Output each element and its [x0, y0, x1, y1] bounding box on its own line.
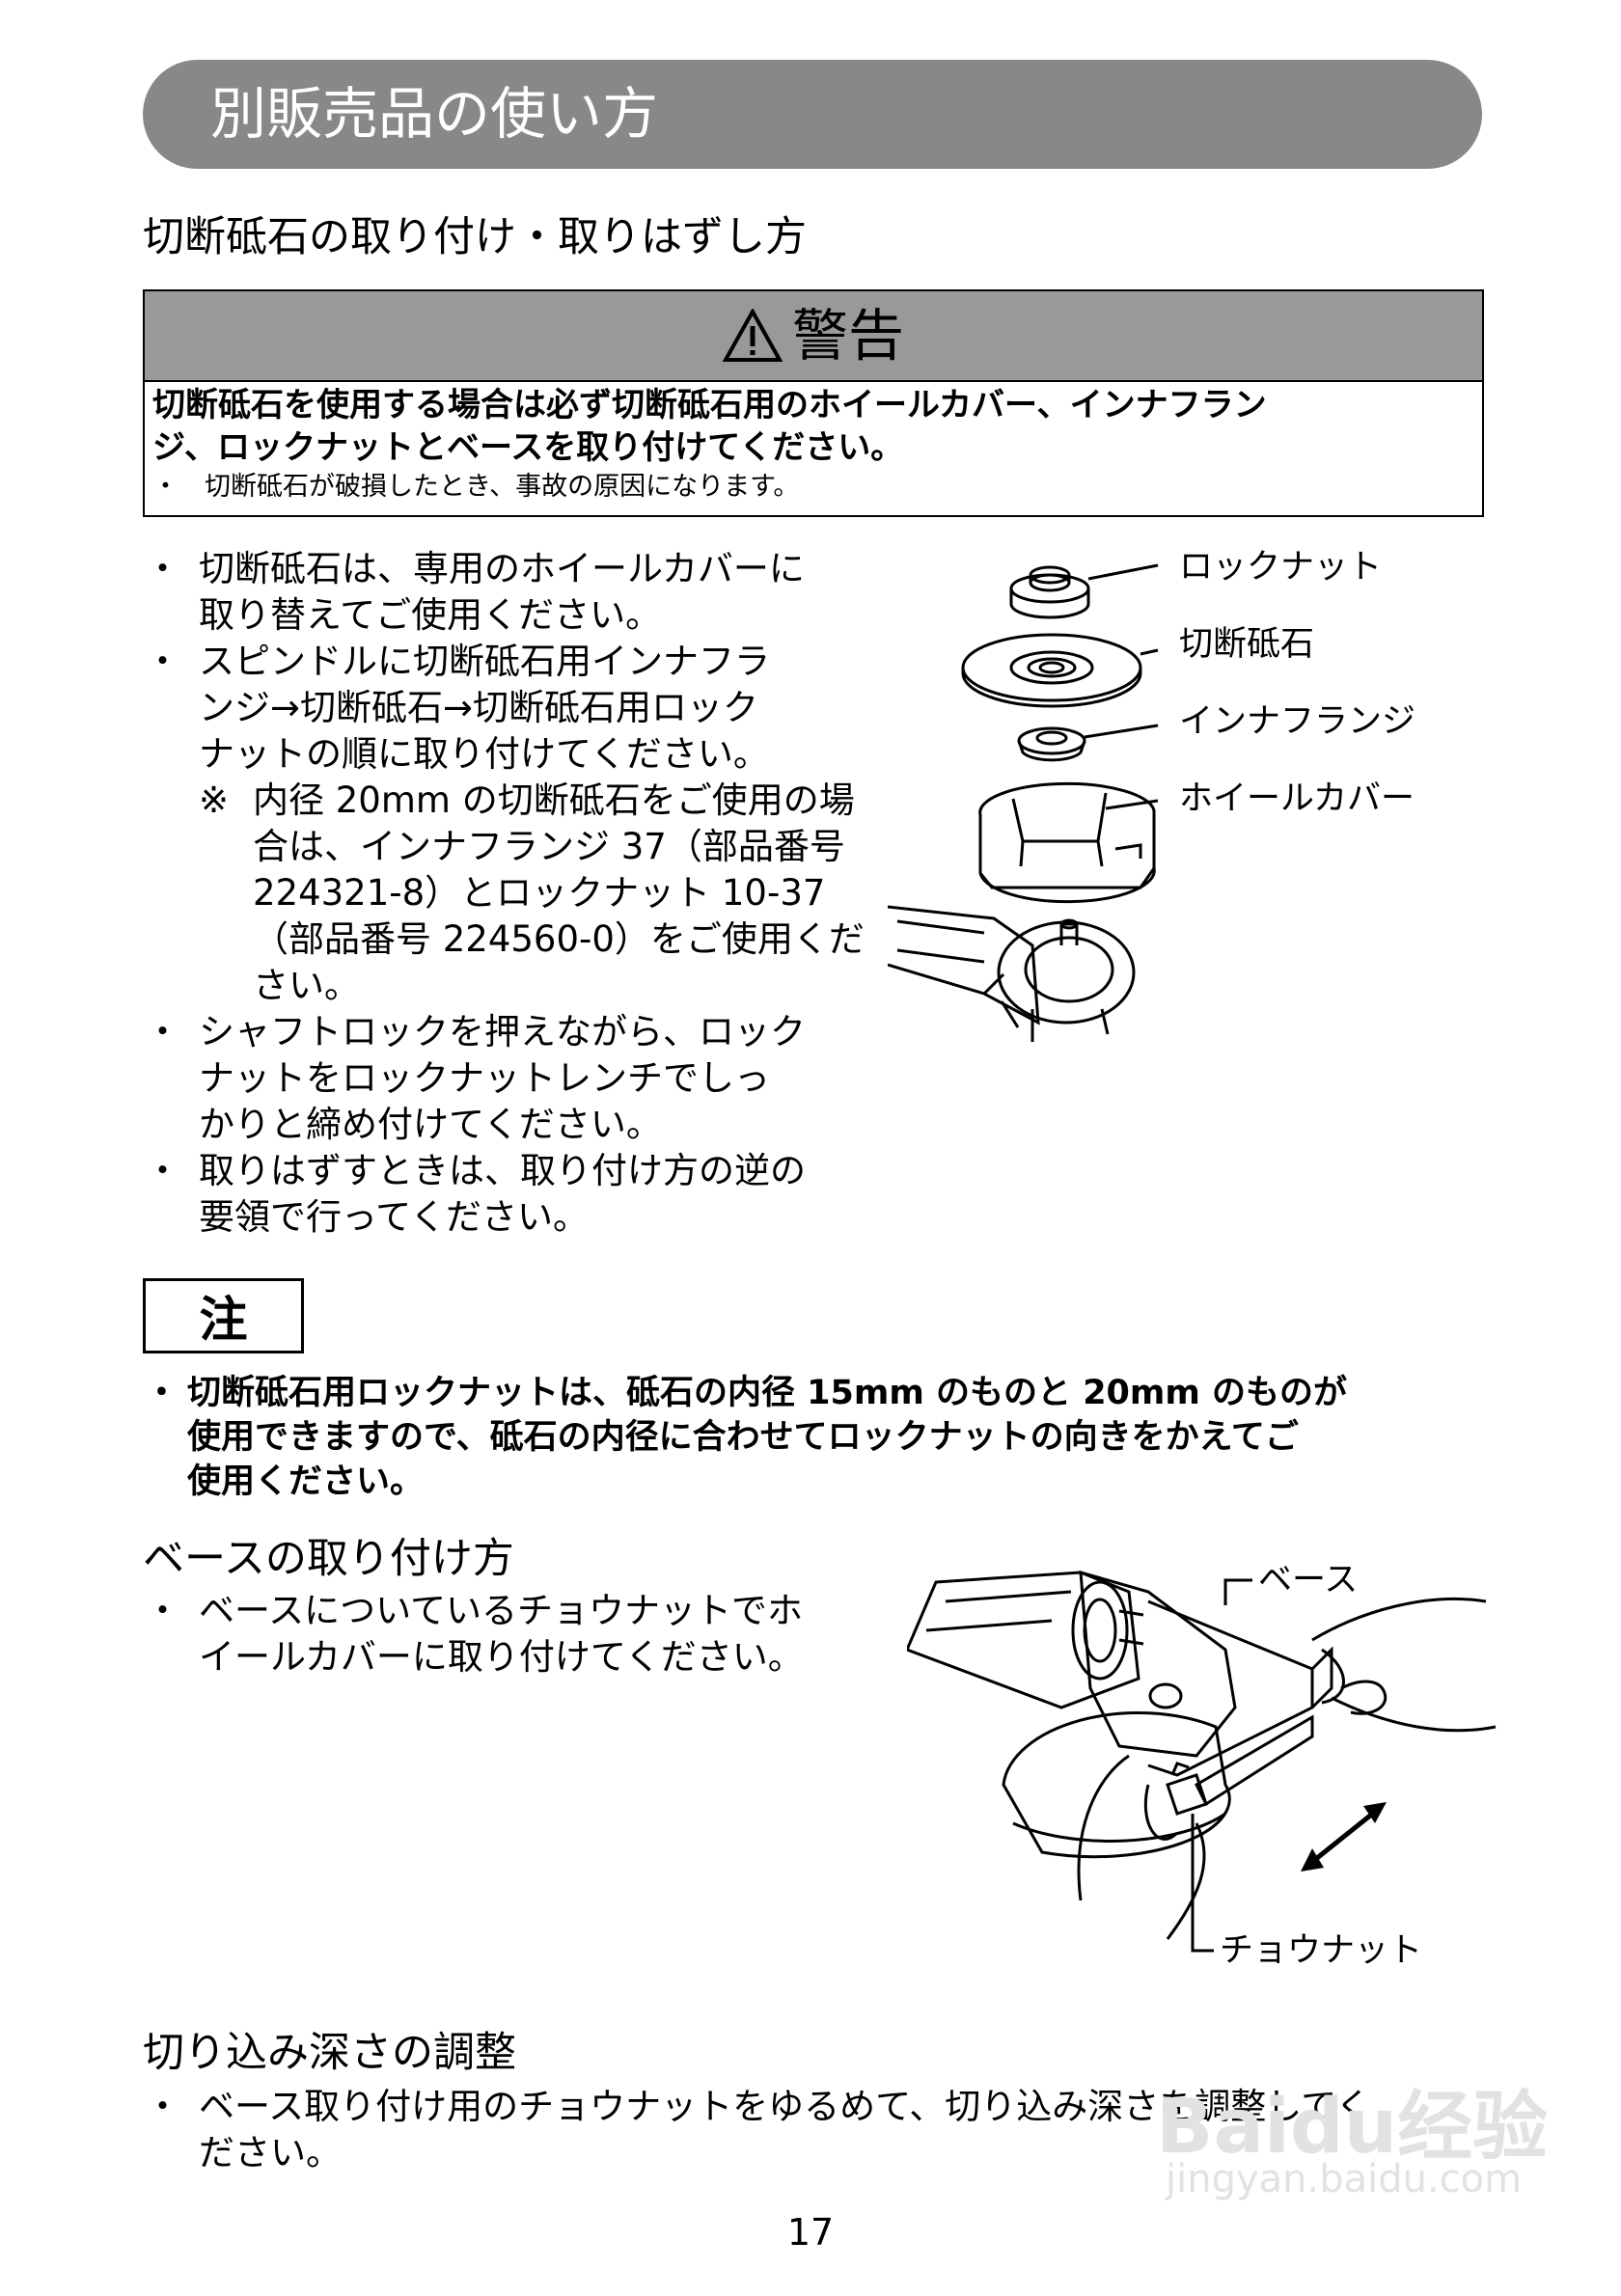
label-wing-nut: チョウナット [1220, 1931, 1423, 1970]
warning-line: ジ、ロックナットとベースを取り付けてください。 [152, 428, 904, 467]
cutoff-wheel-drawing [961, 633, 1142, 708]
bullet: ・ [145, 1590, 180, 1631]
warning-triangle-icon [722, 309, 783, 362]
base-line: イールカバーに取り付けてください。 [199, 1636, 804, 1678]
step-line: 切断砥石は、専用のホイールカバーに [199, 548, 805, 589]
leader-inner-flange [1084, 724, 1159, 739]
label-cutoff-wheel: 切断砥石 [1179, 625, 1315, 664]
double-arrow-icon [1301, 1802, 1387, 1872]
label-lock-nut: ロックナット [1179, 548, 1383, 587]
remark-mark: ※ [199, 779, 230, 821]
wheel-cover-drawing [978, 781, 1156, 904]
section-heading-base: ベースの取り付け方 [143, 1535, 514, 1583]
leader-wing-nut [1191, 1814, 1214, 1953]
depth-line: ださい。 [199, 2132, 342, 2173]
warning-line: 切断砥石を使用する場合は必ず切断砥石用のホイールカバー、インナフラン [152, 386, 1267, 424]
right-hand-drawing [1311, 1597, 1497, 1733]
step-line: 取り替えてご使用ください。 [199, 594, 662, 636]
wheel-cover-drawing [1002, 1711, 1231, 1859]
leader-base [1223, 1578, 1252, 1605]
bullet: ・ [145, 641, 180, 682]
exploded-assembly-diagram [888, 563, 1159, 1042]
grinder-body-drawing [888, 905, 1136, 1042]
wing-nut-drawing [1166, 1773, 1208, 1816]
base-line: ベースについているチョウナットでホ [199, 1590, 804, 1631]
warning-title: 警告 [791, 303, 904, 369]
note-box: 注 [143, 1278, 304, 1353]
step-line: シャフトロックを押えながら、ロック [199, 1011, 806, 1052]
warning-note: ・ 切断砥石が破損したとき、事故の原因になります。 [152, 472, 800, 502]
leader-lock-nut [1087, 563, 1159, 581]
remark-line: さい。 [253, 965, 360, 1006]
step-line: ナットをロックナットレンチでしっ [199, 1057, 770, 1099]
note-line: 使用ください。 [187, 1462, 425, 1501]
leader-wheel-cover [1105, 799, 1159, 810]
bullet: ・ [145, 548, 180, 589]
bullet: ・ [145, 1150, 180, 1191]
section-heading-depth: 切り込み深さの調整 [143, 2029, 516, 2077]
section-banner: 別販売品の使い方 [143, 60, 1482, 169]
step-line: かりと締め付けてください。 [199, 1104, 662, 1145]
label-inner-flange: インナフランジ [1179, 702, 1416, 741]
bullet: ・ [145, 1374, 179, 1412]
lock-nut-drawing [1009, 565, 1090, 619]
step-line: ナットの順に取り付けてください。 [199, 733, 769, 775]
warning-box: 警告 切断砥石を使用する場合は必ず切断砥石用のホイールカバー、インナフラン ジ、… [143, 289, 1484, 517]
step-line: 取りはずすときは、取り付け方の逆の [199, 1150, 806, 1191]
note-line: 使用できますので、砥石の内径に合わせてロックナットの向きをかえてご [187, 1418, 1299, 1457]
remark-line: 合は、インナフランジ 37（部品番号 [253, 826, 845, 867]
step-line: スピンドルに切断砥石用インナフラ [199, 641, 770, 682]
watermark-url: jingyan.baidu.com [1166, 2157, 1523, 2201]
grinder-housing-drawing [907, 1571, 1140, 1709]
label-base: ベース [1258, 1561, 1359, 1599]
remark-line: 内径 20mm の切断砥石をご使用の場 [253, 779, 855, 821]
banner-title: 別販売品の使い方 [210, 81, 659, 147]
remark-line: （部品番号 224560-0）をご使用くだ [253, 918, 865, 960]
warning-header: 警告 [145, 291, 1482, 382]
base-mounting-diagram [907, 1570, 1497, 1953]
depth-line: ベース取り付け用のチョウナットをゆるめて、切り込み深さを調整してく [199, 2086, 1372, 2127]
leader-wheel [1140, 648, 1159, 656]
step-line: 要領で行ってください。 [199, 1196, 590, 1238]
step-line: ンジ→切断砥石→切断砥石用ロック [199, 687, 759, 728]
bullet: ・ [145, 2086, 180, 2127]
section-heading-cutoff-wheel: 切断砥石の取り付け・取りはずし方 [143, 213, 807, 261]
note-title: 注 [199, 1292, 248, 1348]
label-wheel-cover: ホイールカバー [1179, 779, 1415, 818]
note-line: 切断砥石用ロックナットは、砥石の内径 15mm のものと 20mm のものが [187, 1374, 1348, 1412]
inner-flange-drawing [1017, 726, 1086, 762]
watermark-logo: Baidu经验 [1156, 2084, 1549, 2171]
remark-line: 224321-8）とロックナット 10-37 [253, 872, 826, 914]
page-number: 17 [786, 2211, 835, 2254]
base-plate-drawing [1147, 1599, 1314, 1777]
bullet: ・ [145, 1011, 180, 1052]
left-hand-drawing [1077, 1754, 1206, 1940]
